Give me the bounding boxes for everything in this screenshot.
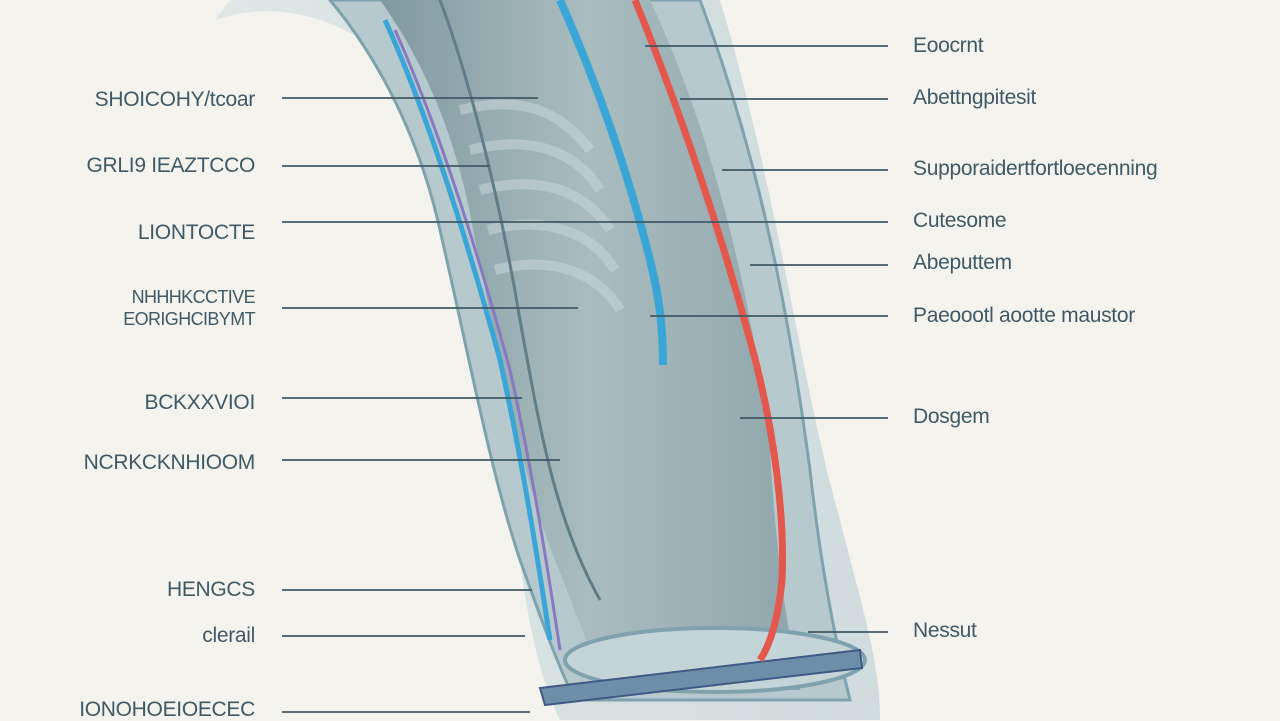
tissue-folds <box>458 99 625 313</box>
right-label: Paeoootl aootte maustor <box>913 304 1135 327</box>
leader-lines <box>282 45 888 713</box>
cavity-edge <box>438 0 602 601</box>
inner-tissue <box>380 0 800 690</box>
left-label: IONOHOEIOECEC <box>79 698 255 721</box>
base-plate <box>538 648 864 707</box>
left-label: NHHHKCCTIVE EORIGHCIBYMT <box>123 287 255 329</box>
blue-vessel-right <box>556 0 667 366</box>
left-label: LIONTOCTE <box>137 221 255 244</box>
left-label: NCRKCKNHIOOM <box>83 451 256 474</box>
right-label: Cutesome <box>913 209 1007 232</box>
right-label: Dosgem <box>913 405 990 428</box>
left-label: BCKXXVIOI <box>144 391 255 414</box>
right-label: Abeputtem <box>913 251 1012 274</box>
left-label: SHOICOHY/tcoar <box>94 88 256 111</box>
left-label: clerail <box>202 624 255 647</box>
red-vessel <box>631 0 787 662</box>
right-label: Supporaidertfortloecenning <box>913 157 1158 180</box>
left-label: HENGCS <box>166 578 255 601</box>
left-label: GRLI9 IEAZTCCO <box>86 154 256 177</box>
blue-vessel-left <box>382 18 553 641</box>
right-label: Nessut <box>913 619 977 642</box>
right-label: Abettngpitesit <box>913 86 1037 109</box>
purple-vessel <box>393 29 562 651</box>
right-label: Eoocrnt <box>913 34 984 57</box>
